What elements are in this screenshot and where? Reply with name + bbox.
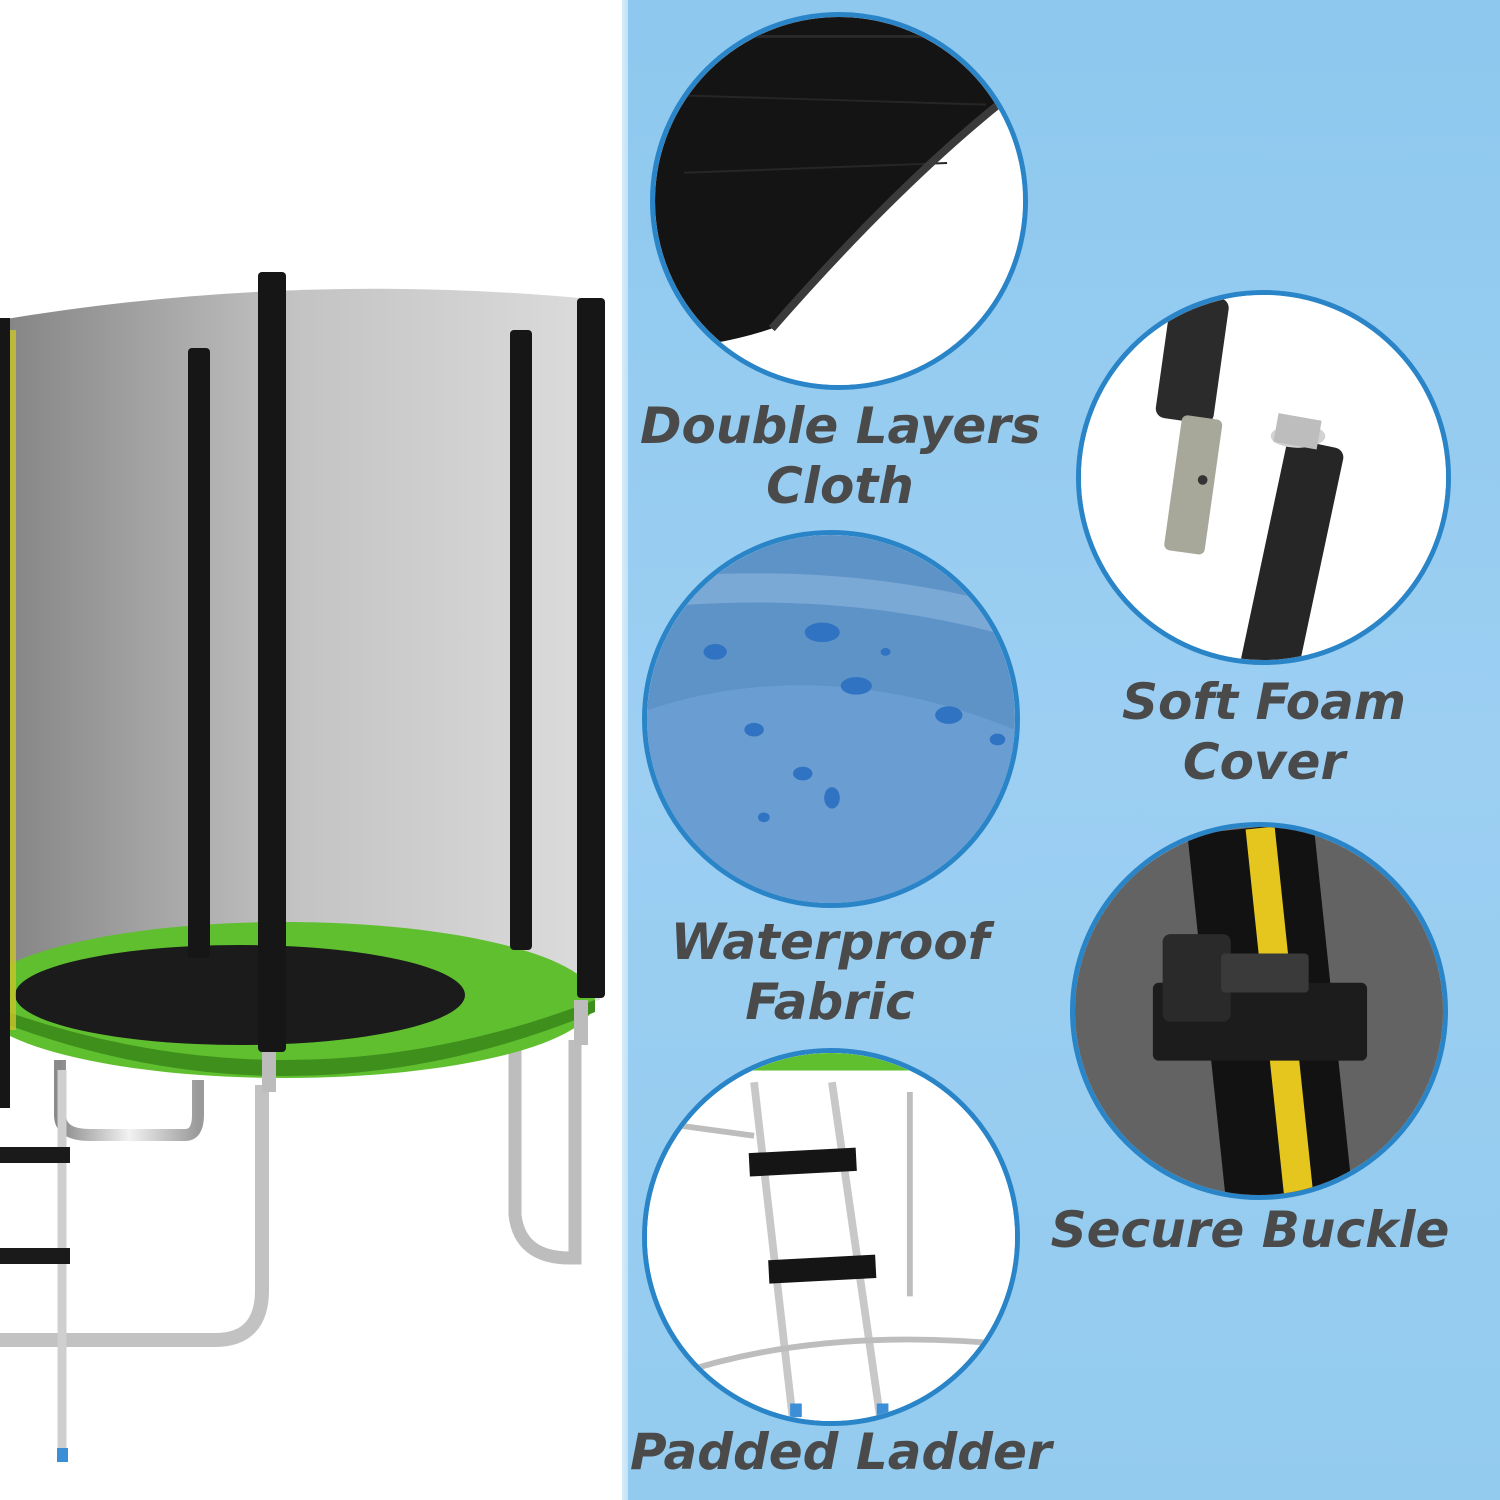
label-water: Waterproof Fabric <box>670 913 990 1031</box>
product-image <box>0 0 628 1500</box>
water-droplets-closeup <box>647 535 1015 903</box>
ladder-step-top <box>0 1147 70 1163</box>
ladder-foot-cap <box>57 1448 68 1462</box>
leg-front-left <box>0 1085 269 1347</box>
pole-2 <box>188 348 210 958</box>
feature-image-water <box>642 530 1020 908</box>
buckle-closeup <box>1075 827 1443 1195</box>
label-foam: Soft Foam Cover <box>1122 673 1406 791</box>
label-buckle: Secure Buckle <box>1050 1201 1450 1259</box>
feature-image-ladder <box>642 1048 1020 1426</box>
jump-mat <box>15 945 465 1045</box>
pole-1 <box>0 318 10 1108</box>
pole-3 <box>258 272 286 1052</box>
feature-image-buckle <box>1070 822 1448 1200</box>
leg-front-right <box>508 1040 582 1265</box>
black-cloth-closeup <box>655 17 1023 385</box>
trampoline-illustration <box>0 272 605 1462</box>
ladder-step-bottom <box>0 1248 70 1264</box>
foam-pole-closeup <box>1081 295 1446 660</box>
feature-image-foam <box>1076 290 1451 665</box>
label-cloth: Double Layers Cloth <box>640 397 1041 515</box>
pole-4 <box>510 330 532 950</box>
zipper-door <box>10 330 16 1030</box>
pole-5 <box>577 298 605 998</box>
panel-divider <box>622 0 630 1500</box>
ladder-closeup <box>647 1053 1015 1421</box>
label-ladder: Padded Ladder <box>630 1423 1052 1481</box>
feature-image-cloth <box>650 12 1028 390</box>
safety-net <box>0 288 600 1020</box>
